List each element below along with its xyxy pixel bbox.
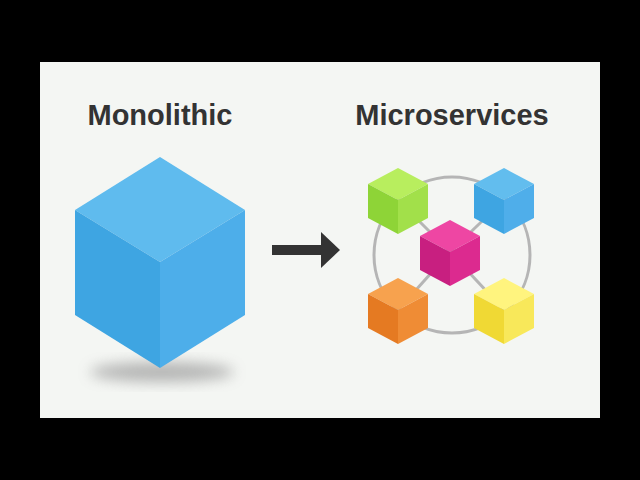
service-cube <box>474 168 534 234</box>
service-cube <box>474 278 534 344</box>
flow-arrow <box>272 232 340 268</box>
service-cube <box>368 168 428 234</box>
diagram-group: Microservices <box>342 98 562 373</box>
diagram-group: Monolithic <box>50 98 270 373</box>
group-heading: Monolithic <box>50 98 270 132</box>
service-cube <box>420 220 480 286</box>
service-cube <box>368 278 428 344</box>
panel-background <box>40 62 600 418</box>
arrow-head <box>321 232 340 268</box>
arrow-shaft <box>272 245 322 255</box>
monolith-cube <box>75 157 245 368</box>
group-heading: Microservices <box>342 98 562 132</box>
